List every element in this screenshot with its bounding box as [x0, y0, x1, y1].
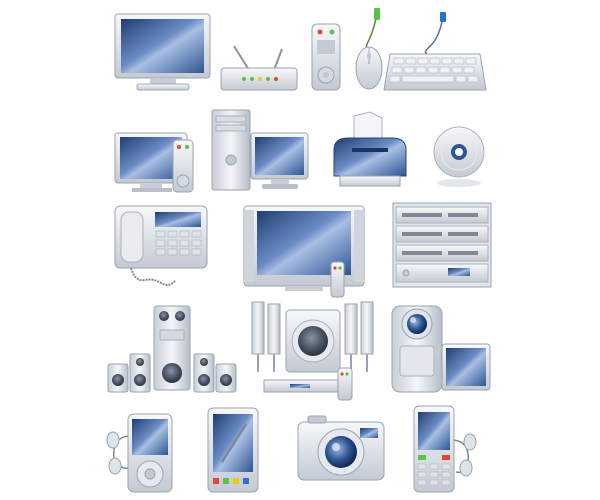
wifi-router-icon: [220, 45, 298, 91]
camcorder-icon: [391, 305, 491, 393]
cd-disc-icon: [433, 126, 485, 187]
digital-camera-icon: [297, 415, 385, 481]
printer-icon: [333, 111, 407, 187]
desk-phone-icon: [114, 205, 208, 286]
surround-speakers-icon: [107, 305, 237, 393]
remote-control-icon: [311, 23, 341, 91]
desktop-tower-icon: [211, 109, 309, 191]
mobile-phone-icon: [413, 405, 477, 493]
monitor-icon: [114, 13, 211, 91]
tv-icon: [243, 205, 365, 298]
home-theater-icon: [251, 301, 374, 401]
pda-stylus-icon: [207, 407, 259, 493]
keyboard-icon: [383, 12, 487, 91]
audio-rack-icon: [392, 202, 492, 288]
computer-mouse-icon: [355, 8, 383, 90]
media-player-icon: [106, 413, 173, 493]
all-in-one-pc-icon: [114, 132, 194, 193]
